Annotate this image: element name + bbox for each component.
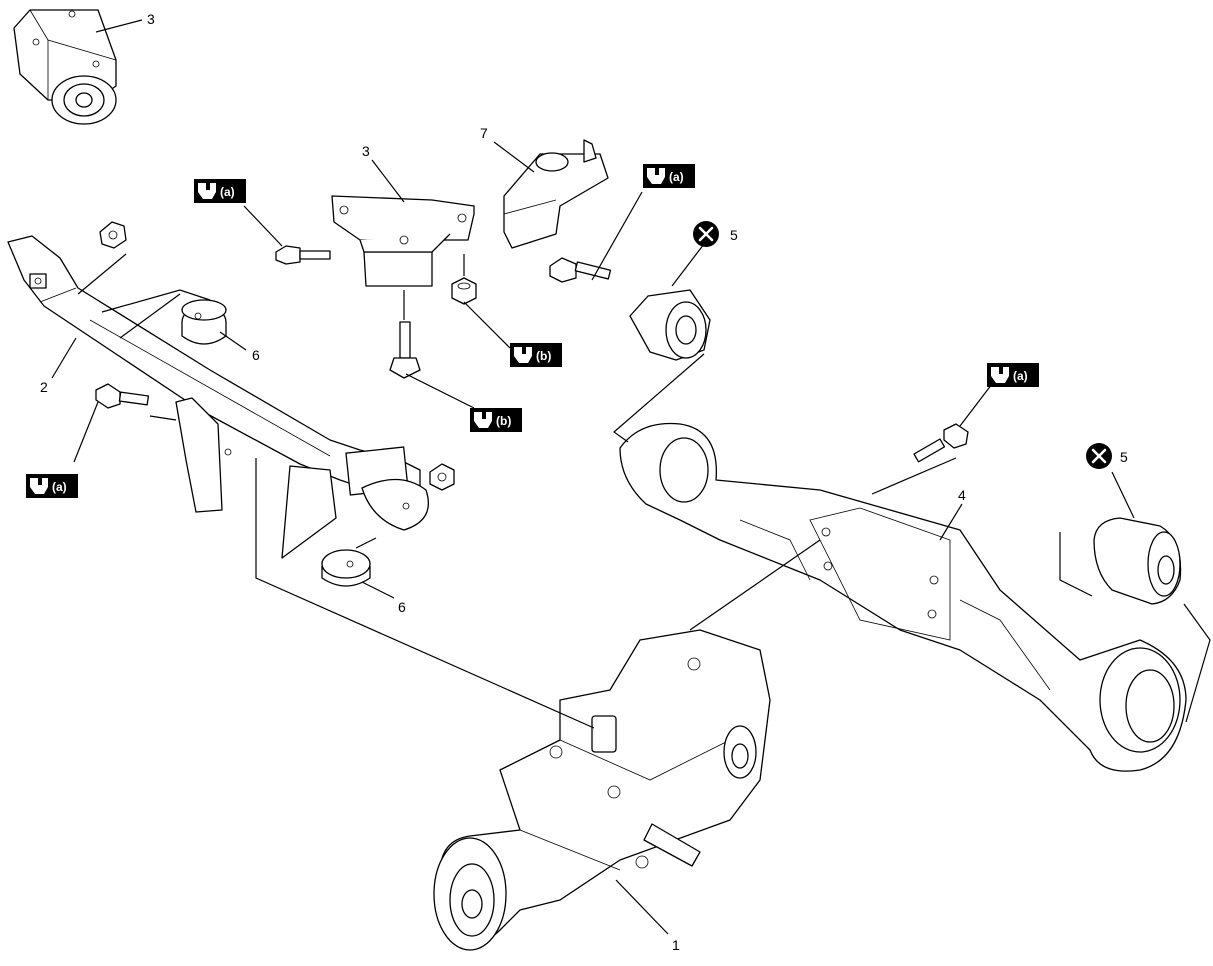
- bolt-left-upper: [275, 245, 331, 265]
- wrench-icon: [647, 168, 665, 184]
- bolt-left-lower: [95, 383, 150, 409]
- svg-text:(b): (b): [496, 414, 511, 428]
- svg-text:(a): (a): [52, 480, 67, 494]
- wrench-icon: [514, 347, 532, 363]
- torque-badge-a-left-upper: (a): [194, 179, 246, 203]
- svg-text:(a): (a): [220, 185, 235, 199]
- bolt-right-frame: [913, 423, 969, 463]
- nut-center: [451, 277, 477, 305]
- large-bushing-upper: [629, 289, 711, 361]
- callout-6-lower: 6: [398, 599, 406, 615]
- svg-text:(a): (a): [669, 170, 684, 184]
- torque-badge-a-left-lower: (a): [26, 474, 78, 498]
- torque-badge-b-right: (b): [510, 343, 562, 367]
- bolt-right-long: [549, 257, 612, 283]
- callout-3-inset: 3: [147, 11, 155, 27]
- torque-badge-b-lower: (b): [470, 408, 522, 432]
- rubber-bushing-lower: [321, 549, 371, 587]
- wrench-icon: [991, 367, 1009, 383]
- callout-4: 4: [958, 487, 966, 503]
- callout-5-right: 5: [1120, 449, 1128, 465]
- large-bushing-right: [1093, 517, 1182, 605]
- mount-bracket-inset: [13, 9, 117, 125]
- rear-frame: [619, 422, 1187, 772]
- wrench-icon: [30, 478, 48, 494]
- callout-2: 2: [40, 379, 48, 395]
- stopper-bracket: [503, 139, 609, 249]
- rubber-bushing-upper: [181, 299, 227, 345]
- mount-bracket-center: [331, 195, 475, 287]
- callout-5-upper: 5: [730, 227, 738, 243]
- svg-text:(a): (a): [1013, 369, 1028, 383]
- torque-badge-a-right-frame: (a): [987, 363, 1039, 387]
- callout-6-upper: 6: [252, 347, 260, 363]
- cross-member-bar: [7, 235, 421, 501]
- torque-badge-a-right-upper: (a): [643, 164, 695, 188]
- differential-assembly: [433, 629, 771, 951]
- callout-7: 7: [480, 125, 488, 141]
- callout-3-center: 3: [362, 143, 370, 159]
- do-not-reuse-x-icon: [1086, 443, 1112, 469]
- do-not-reuse-x-icon: [693, 221, 719, 247]
- svg-text:(b): (b): [536, 349, 551, 363]
- callout-1: 1: [672, 937, 680, 953]
- wrench-icon: [474, 412, 492, 428]
- bolt-center-vertical: [389, 321, 421, 379]
- wrench-icon: [198, 183, 216, 199]
